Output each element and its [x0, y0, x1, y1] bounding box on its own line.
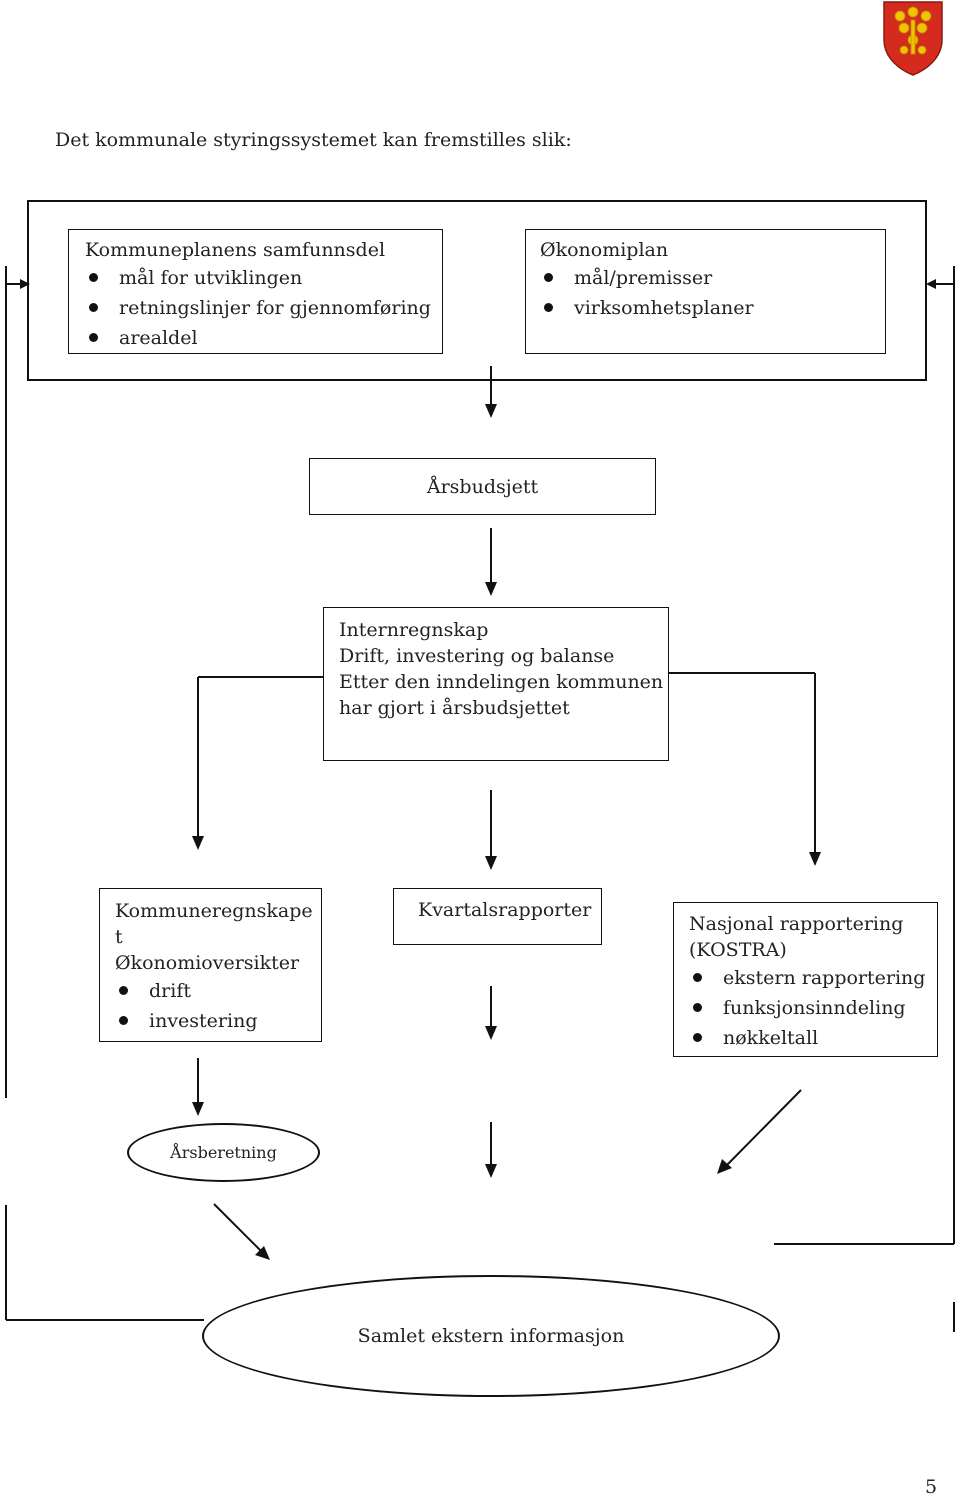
internregnskap-line: Internregnskap	[339, 619, 489, 641]
list-item: nøkkeltall	[689, 1023, 937, 1053]
kommuneregnskap-list: drift investering	[115, 976, 321, 1036]
list-item: mål/premisser	[540, 263, 885, 293]
internregnskap-line: Drift, investering og balanse	[339, 645, 615, 667]
okonomiplan-list: mål/premisser virksomhetsplaner	[540, 263, 885, 323]
kommuneregnskap-line: Økonomioversikter	[115, 952, 300, 974]
nasjonal-list: ekstern rapportering funksjonsinndeling …	[689, 963, 937, 1053]
list-item: retningslinjer for gjennomføring	[85, 293, 442, 323]
kvartalsrapporter-box: Kvartalsrapporter	[393, 888, 602, 945]
list-item: investering	[115, 1006, 321, 1036]
arsbudsjett-title: Årsbudsjett	[426, 475, 539, 498]
nasjonal-rapportering-box: Nasjonal rapportering (KOSTRA) ekstern r…	[673, 902, 938, 1057]
list-item: virksomhetsplaner	[540, 293, 885, 323]
samlet-ekstern-ellipse: Samlet ekstern informasjon	[202, 1275, 780, 1397]
arsberetning-title: Årsberetning	[170, 1143, 277, 1162]
internregnskap-line: Etter den inndelingen kommunen	[339, 671, 664, 693]
samlet-ekstern-title: Samlet ekstern informasjon	[357, 1325, 625, 1347]
kommuneplan-list: mål for utviklingen retningslinjer for g…	[85, 263, 442, 353]
internregnskap-box: Internregnskap Drift, investering og bal…	[323, 607, 669, 761]
list-item: drift	[115, 976, 321, 1006]
kommuneplan-box: Kommuneplanens samfunnsdel mål for utvik…	[68, 229, 443, 354]
kommuneregnskap-box: Kommuneregnskape t Økonomioversikter dri…	[99, 888, 322, 1042]
list-item: arealdel	[85, 323, 442, 353]
list-item: funksjonsinndeling	[689, 993, 937, 1023]
internregnskap-line: har gjort i årsbudsjettet	[339, 697, 570, 719]
intro-text: Det kommunale styringssystemet kan frems…	[55, 129, 572, 151]
okonomiplan-title: Økonomiplan	[540, 239, 669, 261]
okonomiplan-box: Økonomiplan mål/premisser virksomhetspla…	[525, 229, 886, 354]
coat-of-arms-logo	[883, 1, 943, 76]
list-item: mål for utviklingen	[85, 263, 442, 293]
kommuneregnskap-line: Kommuneregnskape	[115, 900, 313, 922]
nasjonal-line: (KOSTRA)	[689, 939, 787, 961]
kommuneplan-title: Kommuneplanens samfunnsdel	[85, 239, 386, 261]
page-number: 5	[925, 1476, 938, 1498]
kommuneregnskap-line: t	[115, 926, 123, 948]
arsbudsjett-box: Årsbudsjett	[309, 458, 656, 515]
nasjonal-line: Nasjonal rapportering	[689, 913, 904, 935]
kvartalsrapporter-title: Kvartalsrapporter	[418, 899, 592, 921]
list-item: ekstern rapportering	[689, 963, 937, 993]
arsberetning-ellipse: Årsberetning	[127, 1123, 320, 1182]
